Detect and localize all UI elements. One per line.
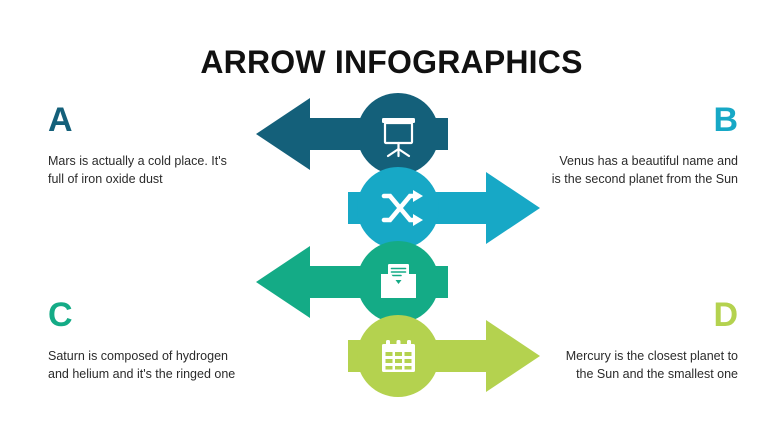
info-block-b: B Venus has a beautiful name and is the … xyxy=(548,103,738,189)
arrow-shape-c xyxy=(256,246,448,318)
info-block-c-letter: C xyxy=(48,296,73,334)
arrow-circle-c xyxy=(357,241,439,323)
info-block-c-description: Saturn is composed of hydrogen and heliu… xyxy=(48,349,236,381)
arrow-circle-a xyxy=(357,93,439,175)
info-block-b-description: Venus has a beautiful name and is the se… xyxy=(551,154,738,186)
arrow-row-a[interactable] xyxy=(248,88,538,180)
presentation-board-icon xyxy=(382,118,415,158)
info-block-c: C Saturn is composed of hydrogen and hel… xyxy=(48,298,238,384)
info-block-d-description: Mercury is the closest planet to the Sun… xyxy=(565,349,738,381)
info-block-b-letter: B xyxy=(713,101,738,139)
open-envelope-letter-icon xyxy=(381,264,416,298)
arrow-row-c[interactable] xyxy=(248,236,538,328)
info-block-d: D Mercury is the closest planet to the S… xyxy=(548,298,738,384)
arrow-shape-b xyxy=(348,172,540,244)
info-block-a: A Mars is actually a cold place. It's fu… xyxy=(48,103,238,189)
info-block-a-letter: A xyxy=(48,101,73,139)
arrow-shape-a xyxy=(256,98,448,170)
arrow-shape-d xyxy=(348,320,540,392)
info-block-a-description: Mars is actually a cold place. It's full… xyxy=(48,154,227,186)
arrow-row-b[interactable] xyxy=(248,162,540,254)
calendar-icon xyxy=(382,340,415,372)
info-block-d-letter: D xyxy=(713,296,738,334)
arrow-diagram xyxy=(248,88,540,402)
shuffle-icon-heads xyxy=(413,190,423,226)
page-title: ARROW INFOGRAPHICS xyxy=(200,44,583,80)
arrow-row-d[interactable] xyxy=(248,310,540,402)
